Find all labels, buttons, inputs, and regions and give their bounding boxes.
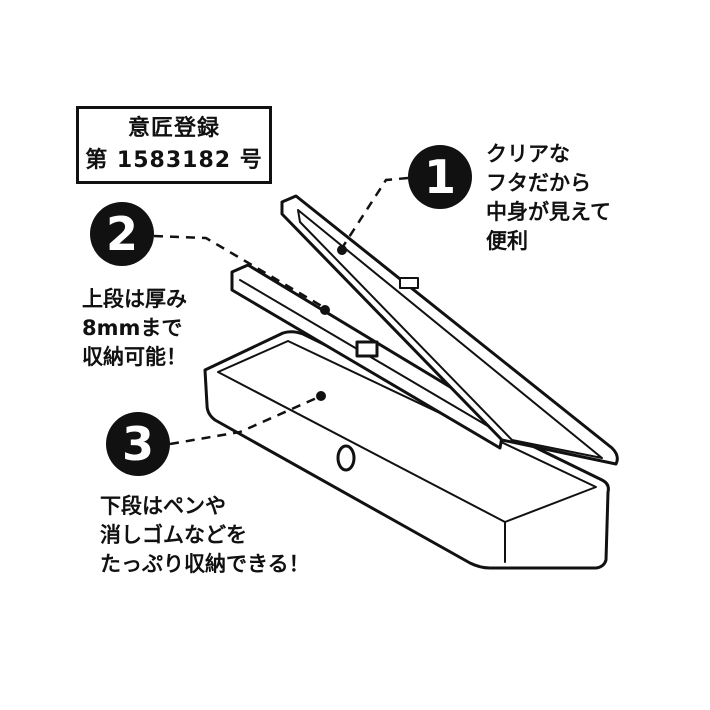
clear-lid [280,194,619,466]
leader-line-3 [169,394,322,446]
leader-line-1 [340,176,409,249]
lower-tray [203,330,610,570]
callout-badge-3: 3 [106,412,170,476]
callout-text-2: 上段は厚み 8mmまで 収納可能！ [82,287,187,369]
leader-line-2 [153,234,326,310]
leader-dot-3 [316,391,326,401]
clear-lid-face [297,209,603,459]
registration-title: 意匠登録 [127,116,220,141]
design-registration-box: 意匠登録 第 1583182 号 [76,106,272,184]
lower-tray-rim [217,340,597,523]
registration-number: 第 1583182 号 [85,148,263,173]
callout-text-1: クリアな フタだから 中身が見えて 便利 [486,142,611,253]
callout-badge-2: 2 [90,202,154,266]
callout-text-3: 下段はペンや 消しゴムなどを たっぷり収納できる！ [100,494,310,576]
latch [336,444,356,472]
leader-dot-2 [320,305,330,315]
callout-badge-1: 1 [408,145,472,209]
hinge [355,340,379,358]
leader-dot-1 [337,245,347,255]
